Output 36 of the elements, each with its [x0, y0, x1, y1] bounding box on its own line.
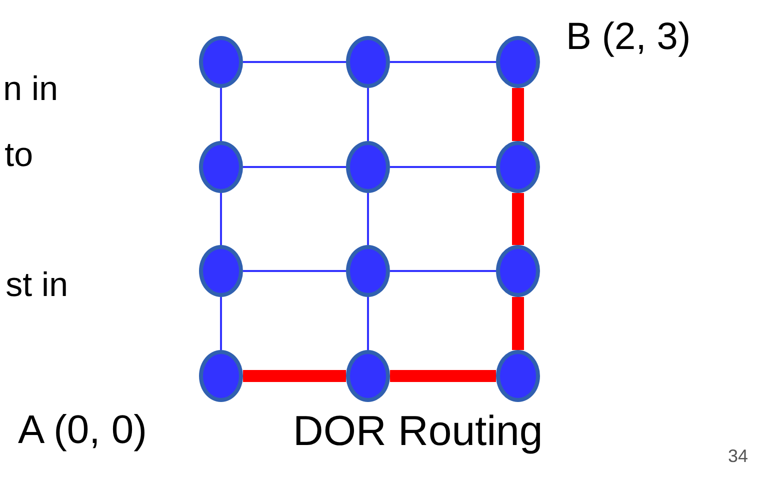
link-line	[243, 166, 346, 168]
route-line	[243, 370, 346, 382]
node-circle	[199, 350, 243, 402]
link-line	[367, 88, 369, 141]
link-line	[390, 166, 496, 168]
node-circle	[496, 350, 540, 402]
link-line	[220, 297, 222, 350]
caption: DOR Routing	[293, 410, 543, 452]
node-circle	[346, 36, 390, 88]
node-circle	[346, 141, 390, 193]
route-line	[512, 297, 524, 350]
node-circle	[496, 245, 540, 297]
link-line	[220, 88, 222, 141]
link-line	[390, 61, 496, 63]
route-line	[512, 88, 524, 141]
link-line	[390, 270, 496, 272]
node-circle	[199, 36, 243, 88]
cropped-text: to	[4, 138, 33, 172]
node-circle	[199, 245, 243, 297]
cropped-text: st in	[4, 268, 68, 302]
link-line	[367, 297, 369, 350]
route-line	[390, 370, 496, 382]
node-circle	[496, 141, 540, 193]
node-coordinate-label: A (0, 0)	[18, 410, 147, 450]
node-circle	[199, 141, 243, 193]
link-line	[243, 61, 346, 63]
link-line	[220, 193, 222, 245]
node-circle	[346, 245, 390, 297]
node-coordinate-label: B (2, 3)	[566, 18, 691, 56]
link-line	[243, 270, 346, 272]
cropped-text: n in	[2, 72, 58, 106]
page-number: 34	[728, 447, 748, 465]
node-circle	[346, 350, 390, 402]
link-line	[367, 193, 369, 245]
node-circle	[496, 36, 540, 88]
route-line	[512, 193, 524, 245]
